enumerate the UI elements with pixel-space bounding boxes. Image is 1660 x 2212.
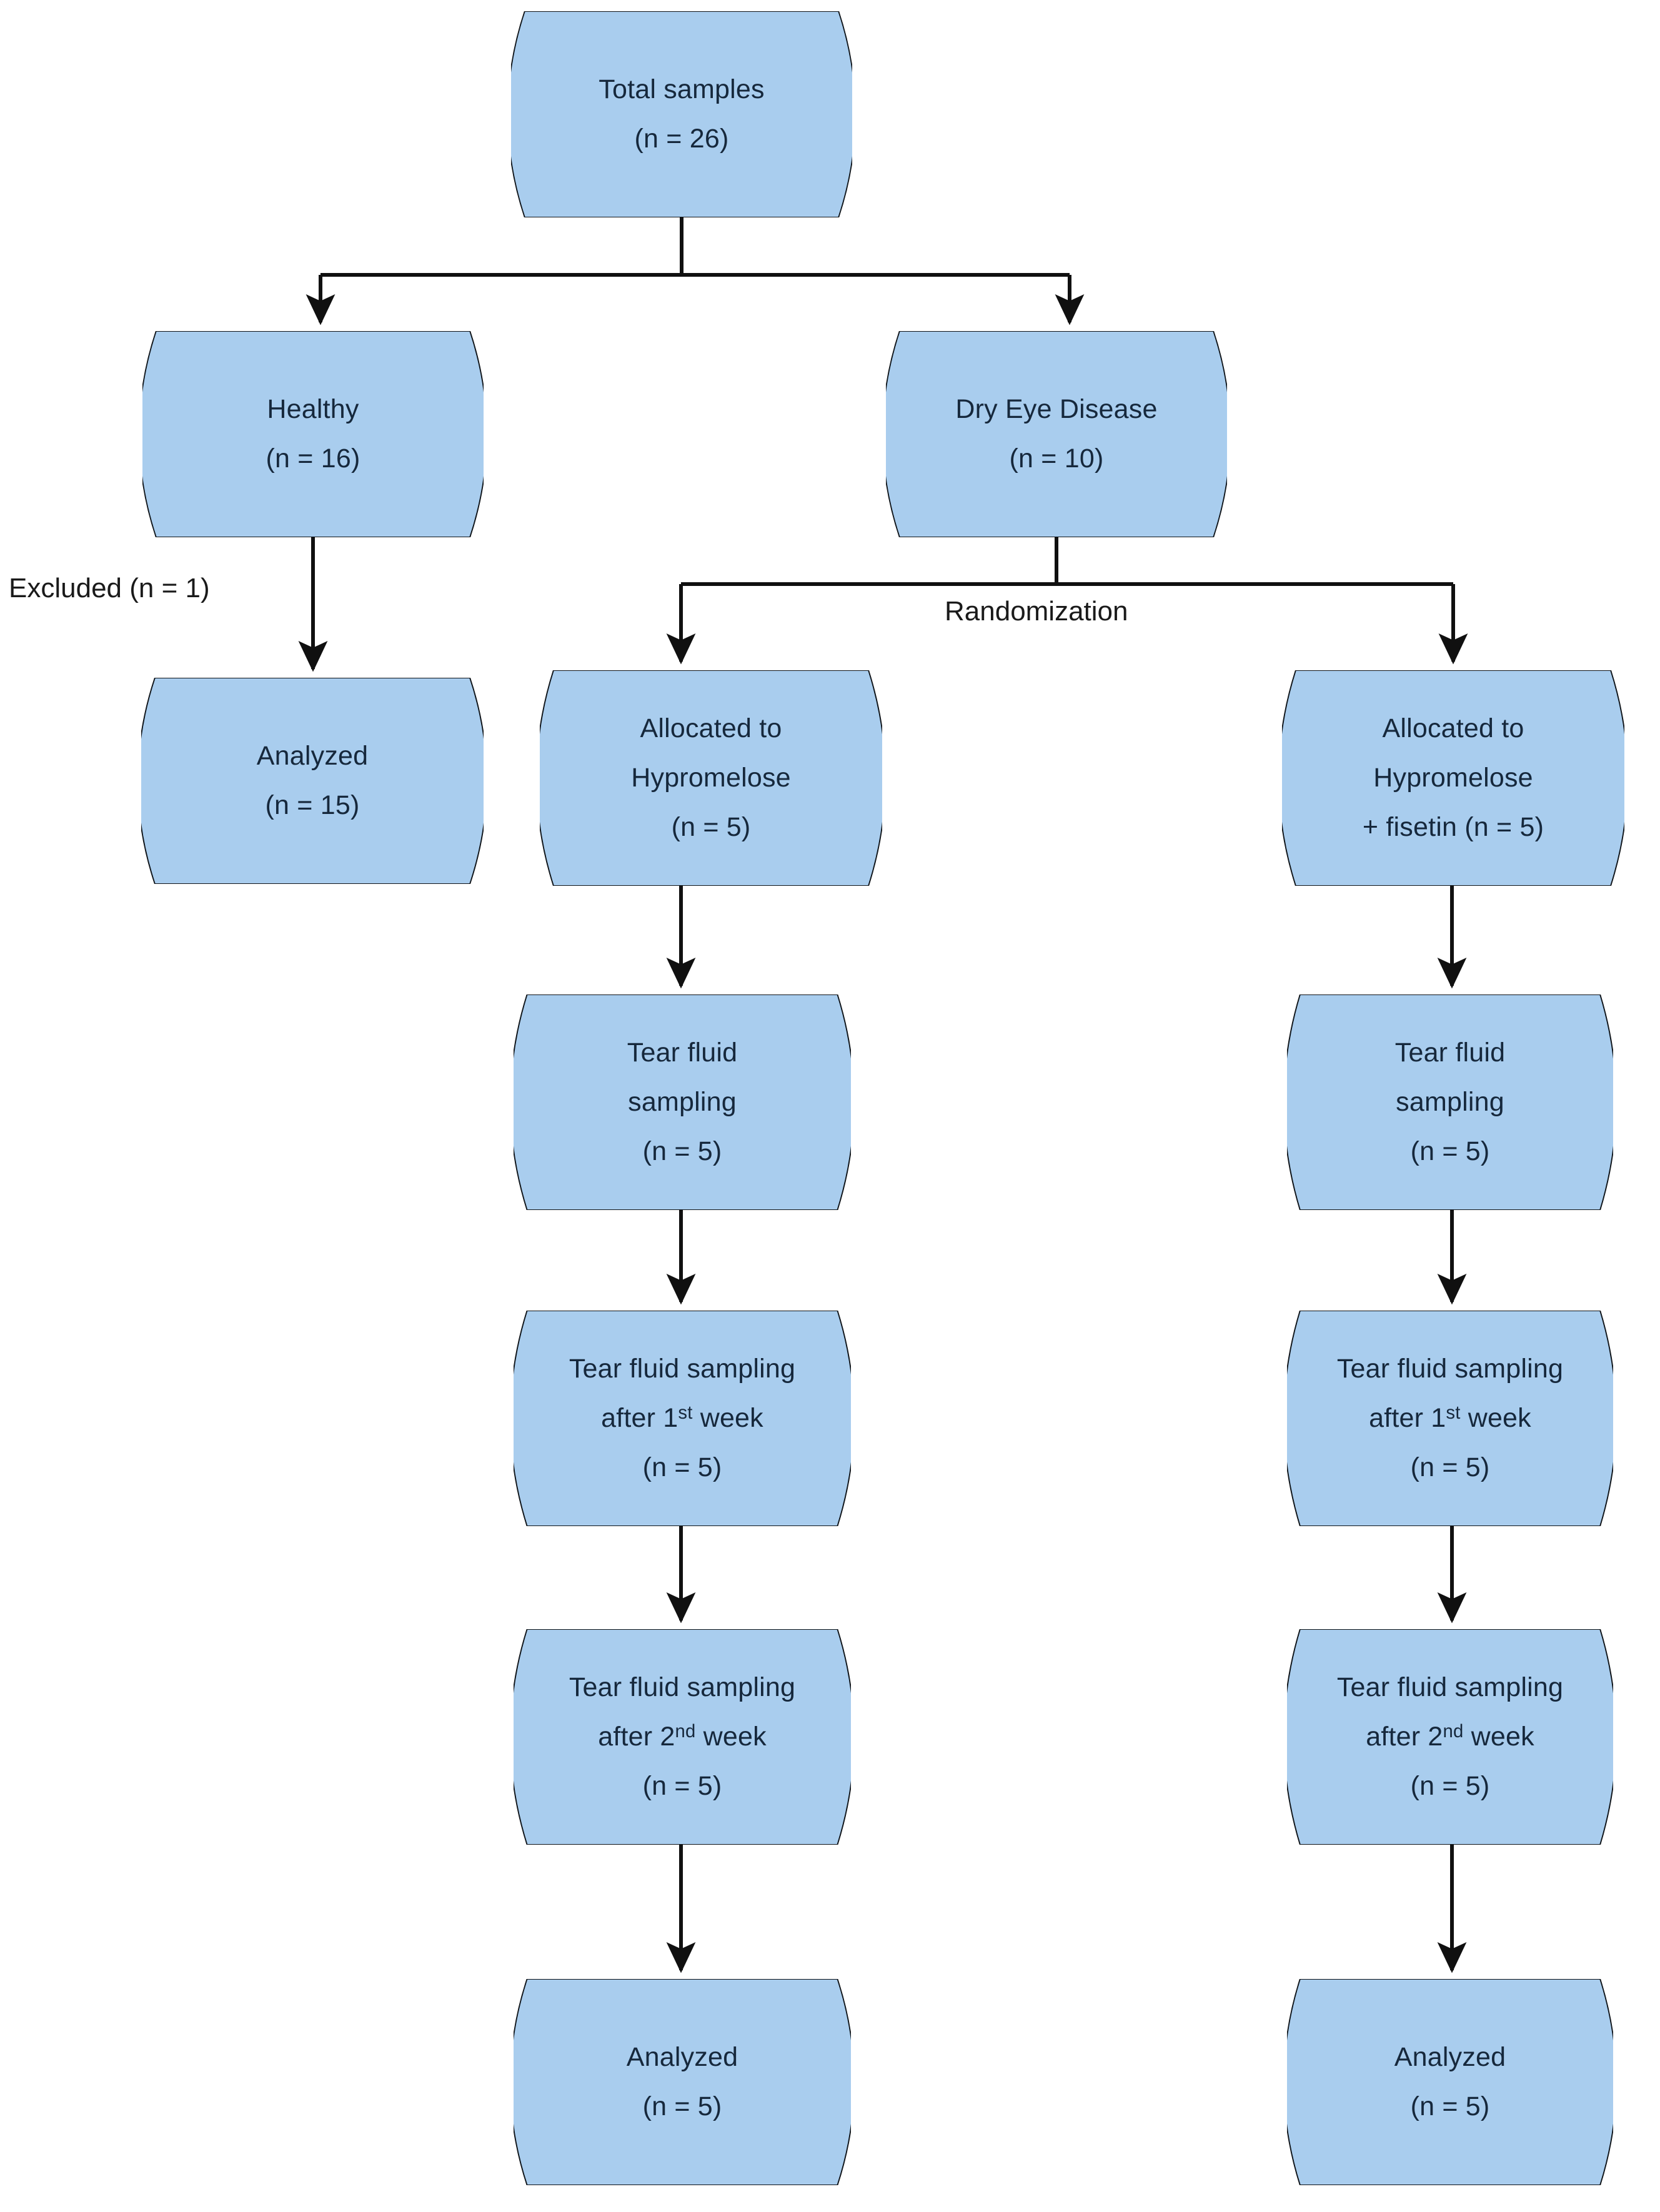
node-text-line: after 2nd week — [598, 1722, 767, 1752]
node-shape — [514, 994, 851, 1210]
node-healthy[interactable]: Healthy (n = 16) — [142, 331, 484, 537]
node-text-line: Tear fluid sampling — [1336, 1354, 1564, 1384]
node-shape — [142, 331, 484, 537]
node-tear-sampling-week1-left[interactable]: Tear fluid sampling after 1st week (n = 5) — [514, 1311, 851, 1526]
node-shape — [1287, 1629, 1613, 1845]
node-text-line: Healthy — [267, 394, 359, 424]
node-analyzed-right[interactable]: Analyzed (n = 5) — [1287, 1979, 1613, 2185]
node-text-line: Tear fluid — [1394, 1038, 1506, 1068]
node-shape — [886, 331, 1227, 537]
node-shape — [514, 1979, 851, 2185]
node-text: Allocated to Hypromelose + fisetin (n = 5) — [1282, 715, 1624, 841]
node-text-line: Allocated to — [1382, 713, 1524, 743]
node-text-line: Analyzed — [256, 741, 369, 771]
node-text: Analyzed (n = 5) — [1287, 2044, 1613, 2120]
node-text-line: Hypromelose — [1373, 763, 1533, 793]
node-text-line: sampling — [628, 1087, 737, 1117]
node-text-line: after 2nd week — [1366, 1722, 1534, 1752]
node-text: Tear fluid sampling after 2nd week (n = 5) — [514, 1674, 851, 1800]
node-text: Dry Eye Disease (n = 10) — [886, 396, 1227, 472]
node-text-line: (n = 5) — [642, 1771, 722, 1801]
node-text-line: Tear fluid sampling — [569, 1354, 796, 1384]
node-text-line: (n = 26) — [634, 124, 729, 154]
node-dry-eye-disease[interactable]: Dry Eye Disease (n = 10) — [886, 331, 1227, 537]
node-shape — [514, 1311, 851, 1526]
node-shape — [1287, 994, 1613, 1210]
node-total-samples[interactable]: Total samples (n = 26) — [511, 11, 852, 217]
node-text: Tear fluid sampling after 1st week (n = 5) — [1287, 1356, 1613, 1481]
node-text-line: (n = 5) — [1410, 2091, 1490, 2121]
node-text-line: (n = 5) — [1410, 1771, 1490, 1801]
node-text: Tear fluid sampling after 1st week (n = 5) — [514, 1356, 851, 1481]
node-text-line: Analyzed — [1394, 2042, 1506, 2072]
node-tear-sampling-left[interactable]: Tear fluid sampling (n = 5) — [514, 994, 851, 1210]
edge-label-randomization: Randomization — [945, 596, 1128, 627]
node-text-line: (n = 5) — [642, 1136, 722, 1166]
node-shape — [540, 670, 882, 886]
node-text: Tear fluid sampling (n = 5) — [1287, 1039, 1613, 1165]
node-text-line: (n = 16) — [266, 444, 360, 474]
node-text-line: Allocated to — [640, 713, 782, 743]
node-text-line: Tear fluid sampling — [569, 1672, 796, 1702]
node-text-line: Tear fluid — [627, 1038, 738, 1068]
node-shape — [511, 11, 852, 217]
node-text-line: Total samples — [599, 74, 765, 104]
node-text-line: (n = 5) — [1410, 1136, 1490, 1166]
node-text: Analyzed (n = 15) — [141, 743, 484, 819]
node-shape — [1282, 670, 1624, 886]
node-text-line: + fisetin (n = 5) — [1362, 812, 1544, 842]
node-shape — [141, 678, 484, 884]
node-text: Allocated to Hypromelose (n = 5) — [540, 715, 882, 841]
node-text: Healthy (n = 16) — [142, 396, 484, 472]
node-text-line: sampling — [1396, 1087, 1504, 1117]
node-text-line: (n = 5) — [642, 2091, 722, 2121]
node-text-line: (n = 5) — [642, 1452, 722, 1482]
edge-label-excluded: Excluded (n = 1) — [9, 573, 210, 603]
node-text-line: (n = 15) — [265, 790, 360, 820]
node-text-line: (n = 5) — [1410, 1452, 1490, 1482]
node-tear-sampling-right[interactable]: Tear fluid sampling (n = 5) — [1287, 994, 1613, 1210]
node-analyzed-healthy[interactable]: Analyzed (n = 15) — [141, 678, 484, 884]
node-tear-sampling-week2-right[interactable]: Tear fluid sampling after 2nd week (n = 5) — [1287, 1629, 1613, 1845]
node-tear-sampling-week1-right[interactable]: Tear fluid sampling after 1st week (n = 5) — [1287, 1311, 1613, 1526]
node-text: Tear fluid sampling (n = 5) — [514, 1039, 851, 1165]
node-text: Analyzed (n = 5) — [514, 2044, 851, 2120]
node-text-line: after 1st week — [1369, 1403, 1531, 1433]
node-text-line: Tear fluid sampling — [1336, 1672, 1564, 1702]
node-text: Tear fluid sampling after 2nd week (n = 5) — [1287, 1674, 1613, 1800]
node-text-line: (n = 10) — [1009, 444, 1104, 474]
node-allocated-hypromelose-fisetin[interactable]: Allocated to Hypromelose + fisetin (n = 5) — [1282, 670, 1624, 886]
node-text-line: Dry Eye Disease — [955, 394, 1158, 424]
node-text-line: Hypromelose — [631, 763, 791, 793]
node-allocated-hypromelose[interactable]: Allocated to Hypromelose (n = 5) — [540, 670, 882, 886]
node-text-line: Analyzed — [626, 2042, 738, 2072]
node-tear-sampling-week2-left[interactable]: Tear fluid sampling after 2nd week (n = 5) — [514, 1629, 851, 1845]
node-shape — [514, 1629, 851, 1845]
node-text-line: after 1st week — [601, 1403, 763, 1433]
node-text-line: (n = 5) — [671, 812, 751, 842]
node-shape — [1287, 1979, 1613, 2185]
node-text: Total samples (n = 26) — [511, 76, 852, 152]
node-shape — [1287, 1311, 1613, 1526]
node-analyzed-left[interactable]: Analyzed (n = 5) — [514, 1979, 851, 2185]
